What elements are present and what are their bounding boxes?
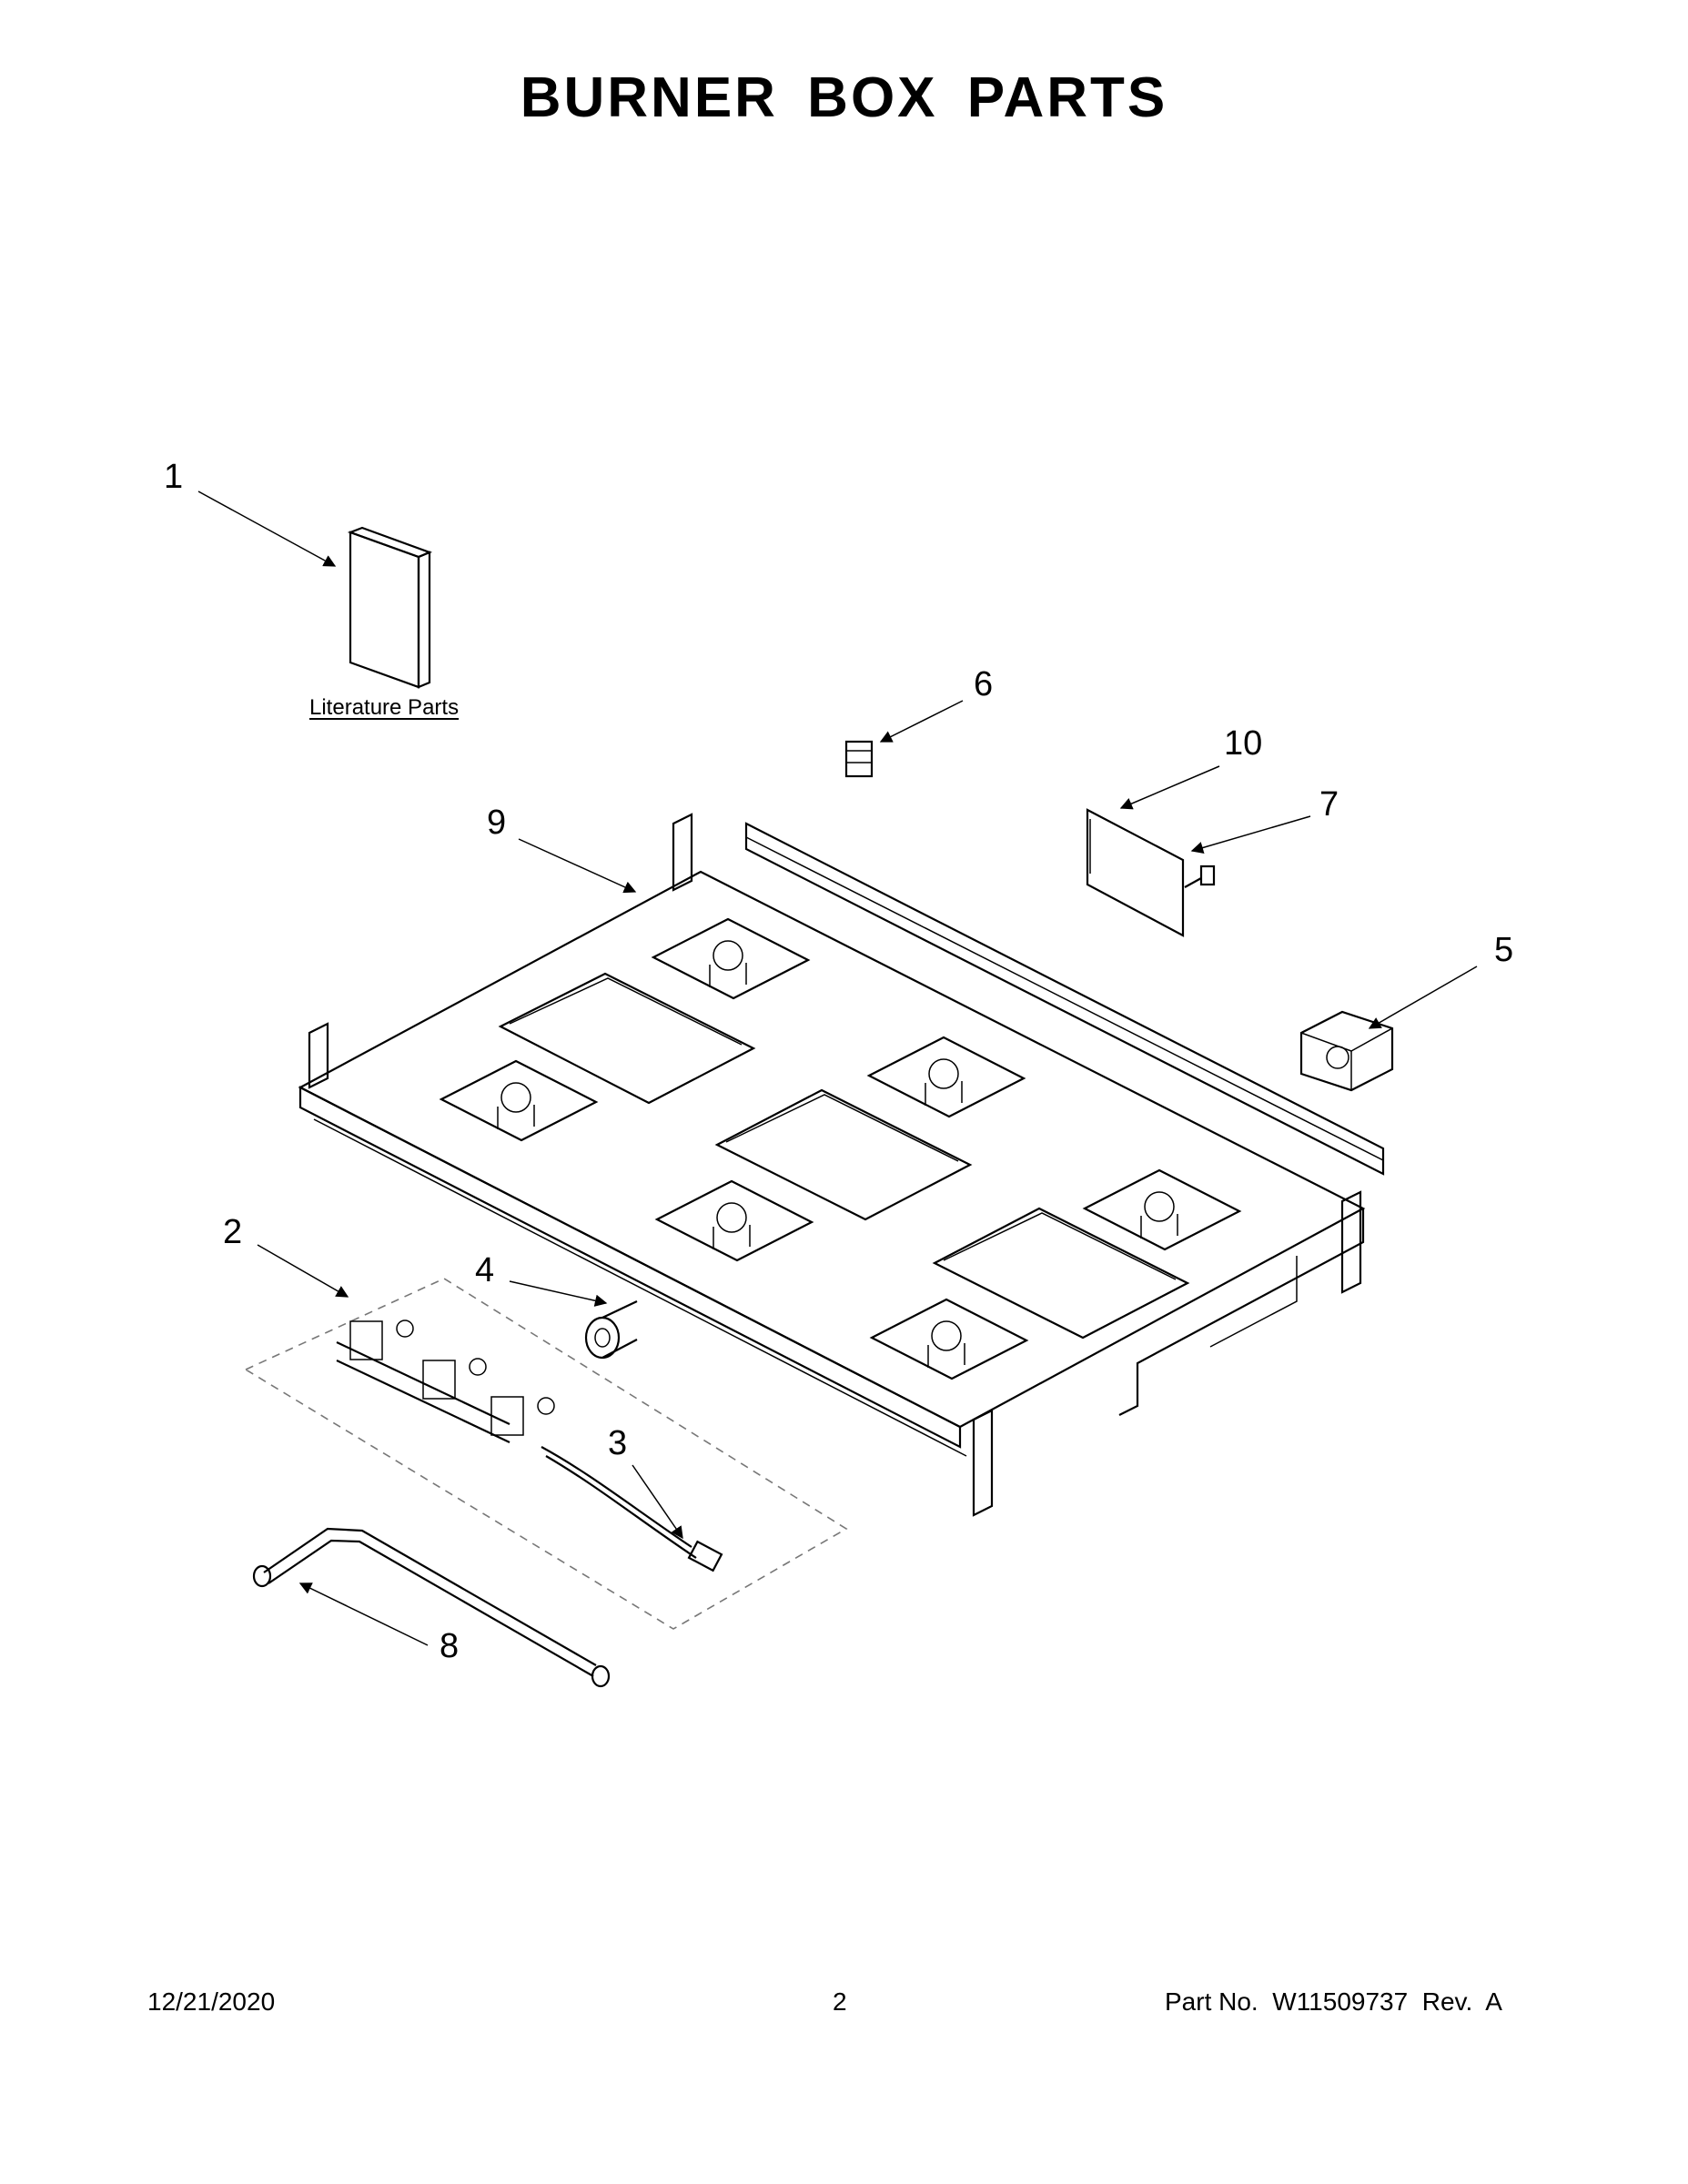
footer-part-number: Part No. W11509737 Rev. A — [1165, 1987, 1502, 2016]
burner-pad-3 — [866, 1036, 1026, 1118]
burner-pad-4 — [654, 1179, 814, 1262]
screw — [1184, 864, 1216, 888]
valve-manifold-assembly — [244, 1278, 848, 1630]
callout-8: 8 — [440, 1627, 460, 1665]
gas-inlet-fitting — [584, 1300, 638, 1360]
callout-4: 4 — [475, 1251, 495, 1289]
burner-pad-1 — [651, 917, 811, 1000]
callout-10: 10 — [1224, 724, 1263, 763]
bracket-plate — [1086, 808, 1185, 937]
callout-9: 9 — [487, 804, 507, 842]
burner-box-tray — [298, 813, 1385, 1517]
callout-1: 1 — [164, 458, 184, 496]
callout-7: 7 — [1319, 785, 1339, 824]
spark-module — [1299, 1010, 1394, 1092]
callout-2: 2 — [223, 1213, 243, 1251]
literature-booklet — [347, 526, 433, 689]
literature-parts-label: Literature Parts — [309, 695, 460, 720]
burner-pad-5 — [1082, 1168, 1242, 1251]
callout-3: 3 — [608, 1424, 628, 1462]
burner-pads — [439, 917, 1242, 1380]
tray-openings — [498, 972, 1190, 1340]
footer-date: 12/21/2020 — [147, 1987, 276, 2016]
orifice-fitting — [844, 740, 874, 778]
footer-page-number: 2 — [833, 1987, 847, 2016]
leader-arrows — [197, 490, 1478, 1646]
page-title: BURNER BOX PARTS — [520, 66, 1168, 129]
burner-pad-2 — [439, 1059, 599, 1142]
burner-pad-6 — [869, 1298, 1029, 1380]
gas-tube — [252, 1527, 611, 1688]
callout-6: 6 — [974, 665, 994, 703]
callout-5: 5 — [1494, 931, 1514, 969]
